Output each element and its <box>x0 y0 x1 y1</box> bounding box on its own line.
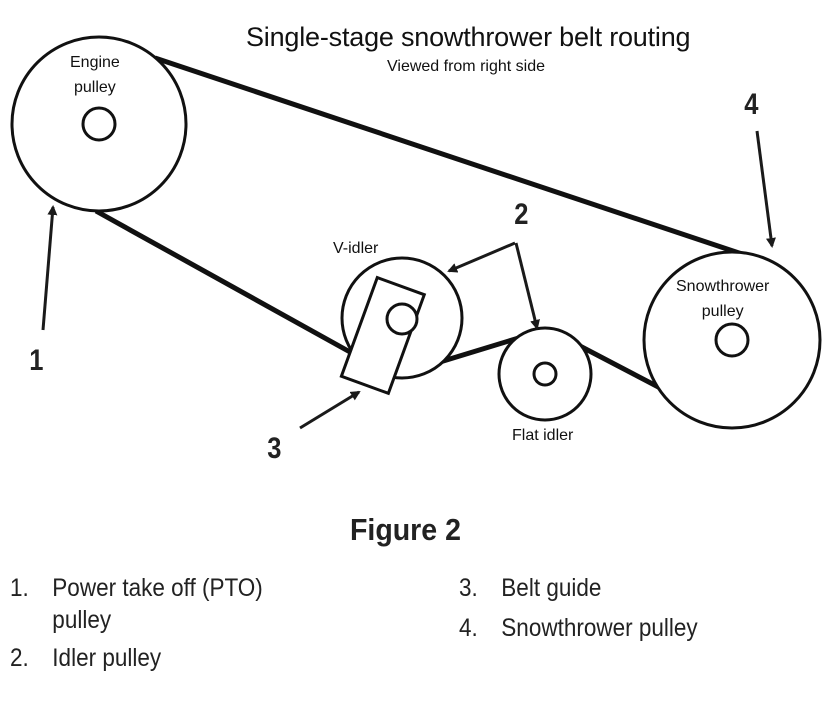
legend-number: 3. <box>459 574 478 602</box>
legend-number: 1. <box>10 574 29 602</box>
legend-text: Belt guide <box>501 574 602 602</box>
legend-item-2: 2. Idler pulley <box>10 642 161 674</box>
callout-number-3: 3 <box>267 432 282 465</box>
legend-item-3: 3. Belt guide <box>459 572 601 604</box>
callout-arrow-3 <box>299 390 361 430</box>
v-idler-label: V-idler <box>333 240 379 257</box>
diagram-title: Single-stage snowthrower belt routing <box>246 22 691 52</box>
engine-pulley-label-line1: Engine <box>70 54 120 71</box>
callout-arrow-4 <box>755 130 776 248</box>
legend-number: 2. <box>10 644 29 672</box>
figure-caption: Figure 2 <box>350 512 461 547</box>
legend-text: Snowthrower pulley <box>501 614 698 642</box>
flat-idler-label: Flat idler <box>512 427 574 444</box>
snowthrower-pulley-label-line1: Snowthrower <box>676 278 770 295</box>
engine-pulley-hub <box>81 106 117 142</box>
belt-lower-right-span <box>576 342 668 394</box>
callout-number-2: 2 <box>514 198 529 231</box>
engine-pulley-label-line2: pulley <box>74 79 116 96</box>
v-idler-hub <box>385 302 419 336</box>
diagram-subtitle: Viewed from right side <box>387 58 545 75</box>
legend-text: Idler pulley <box>52 644 162 672</box>
callout-number-1: 1 <box>29 344 44 377</box>
belt-top-span <box>154 55 743 257</box>
belt-lower-left-span <box>94 208 352 355</box>
callout-arrow-2b <box>514 242 540 330</box>
callout-arrow-2a <box>447 241 516 273</box>
flat-idler-hub <box>532 361 558 387</box>
legend-item-4: 4. Snowthrower pulley <box>459 612 698 644</box>
callout-arrow-1 <box>41 205 58 331</box>
legend-text: Power take off (PTO) <box>52 574 263 602</box>
engine-pulley-label: Engine pulley <box>70 50 120 100</box>
legend-item-1: 1. Power take off (PTO) pulley <box>10 572 263 636</box>
legend-number: 4. <box>459 614 478 642</box>
callout-number-4: 4 <box>744 88 759 121</box>
legend-text-continued: pulley <box>52 606 112 634</box>
snowthrower-pulley-label: Snowthrower pulley <box>676 274 769 324</box>
snowthrower-pulley-label-line2: pulley <box>701 303 744 320</box>
snowthrower-pulley-hub <box>714 322 750 358</box>
